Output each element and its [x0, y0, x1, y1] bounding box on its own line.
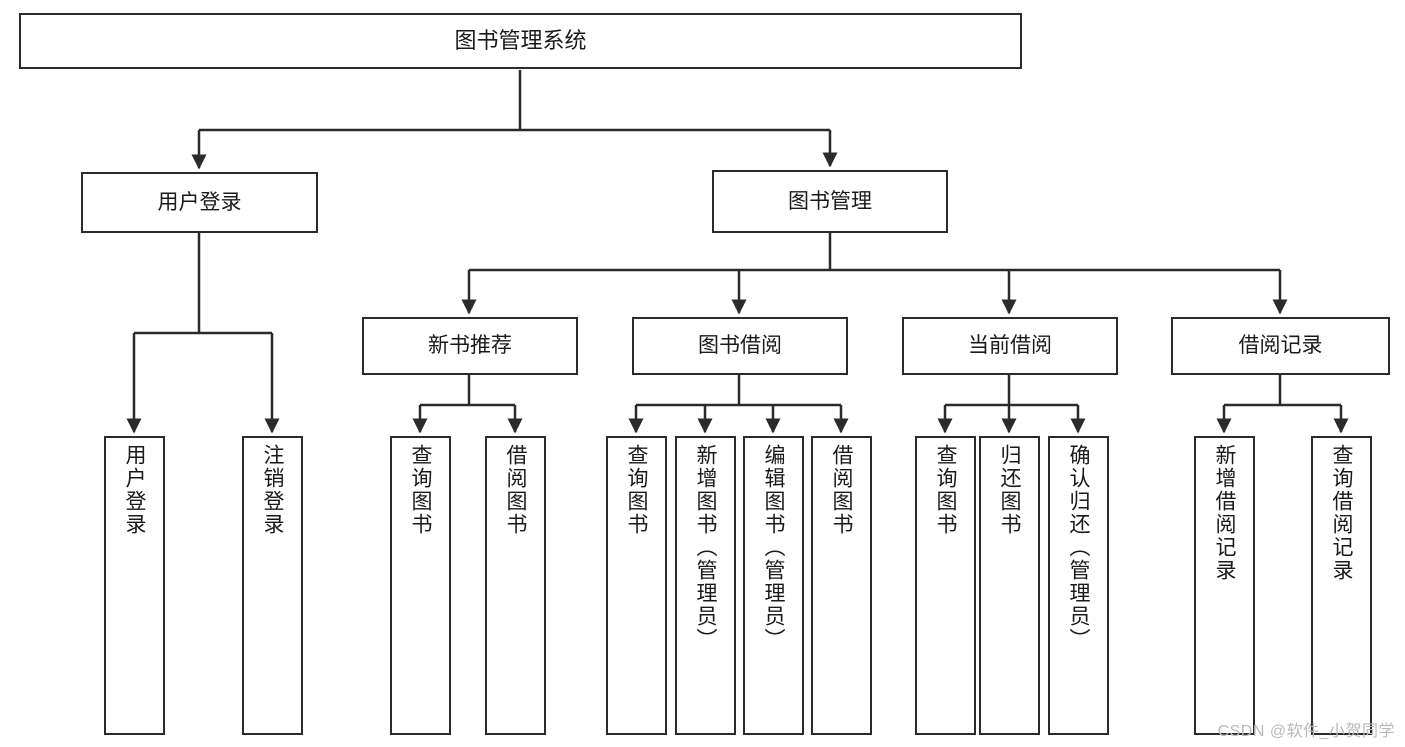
node-label: 归还图书 [998, 444, 1021, 536]
node-leaf-user-login[interactable]: 用户登录 [104, 436, 165, 735]
node-label: 借阅图书 [504, 444, 527, 536]
node-label: 查询图书 [409, 444, 432, 536]
node-book-borrow[interactable]: 图书借阅 [632, 317, 848, 375]
node-leaf-query-book-borrow[interactable]: 查询图书 [606, 436, 667, 735]
node-label: 借阅图书 [830, 444, 853, 536]
node-label: 编辑图书（管理员） [762, 444, 785, 651]
node-label: 图书管理系统 [454, 27, 587, 53]
node-label: 新书推荐 [428, 334, 512, 358]
node-leaf-confirm-return-admin[interactable]: 确认归还（管理员） [1048, 436, 1109, 735]
node-leaf-query-book-current[interactable]: 查询图书 [915, 436, 976, 735]
node-label: 确认归还（管理员） [1067, 444, 1090, 651]
node-label: 图书借阅 [698, 334, 782, 358]
node-book-management-system[interactable]: 图书管理系统 [19, 13, 1022, 69]
node-leaf-edit-book-admin[interactable]: 编辑图书（管理员） [743, 436, 804, 735]
node-label: 当前借阅 [968, 334, 1052, 358]
node-leaf-query-borrow-record[interactable]: 查询借阅记录 [1311, 436, 1372, 735]
node-label: 查询借阅记录 [1330, 444, 1353, 582]
node-label: 查询图书 [625, 444, 648, 536]
node-leaf-logout[interactable]: 注销登录 [242, 436, 303, 735]
node-leaf-return-book[interactable]: 归还图书 [979, 436, 1040, 735]
node-borrow-record[interactable]: 借阅记录 [1171, 317, 1390, 375]
node-label: 用户登录 [157, 190, 242, 214]
node-label: 注销登录 [261, 444, 284, 536]
watermark: CSDN @软件_小贺同学 [1217, 723, 1395, 740]
node-book-management[interactable]: 图书管理 [712, 170, 948, 233]
node-current-borrow[interactable]: 当前借阅 [902, 317, 1118, 375]
node-leaf-borrow-book[interactable]: 借阅图书 [811, 436, 872, 735]
node-user-login[interactable]: 用户登录 [81, 172, 318, 233]
node-label: 查询图书 [934, 444, 957, 536]
node-label: 借阅记录 [1238, 334, 1323, 358]
node-leaf-borrow-book-recommend[interactable]: 借阅图书 [485, 436, 546, 735]
node-label: 图书管理 [788, 189, 872, 213]
node-label: 用户登录 [123, 444, 146, 536]
node-leaf-add-borrow-record[interactable]: 新增借阅记录 [1194, 436, 1255, 735]
node-leaf-query-book-recommend[interactable]: 查询图书 [390, 436, 451, 735]
node-leaf-add-book-admin[interactable]: 新增图书（管理员） [675, 436, 736, 735]
node-label: 新增图书（管理员） [694, 444, 717, 651]
node-label: 新增借阅记录 [1213, 444, 1236, 582]
node-new-book-recommend[interactable]: 新书推荐 [362, 317, 578, 375]
